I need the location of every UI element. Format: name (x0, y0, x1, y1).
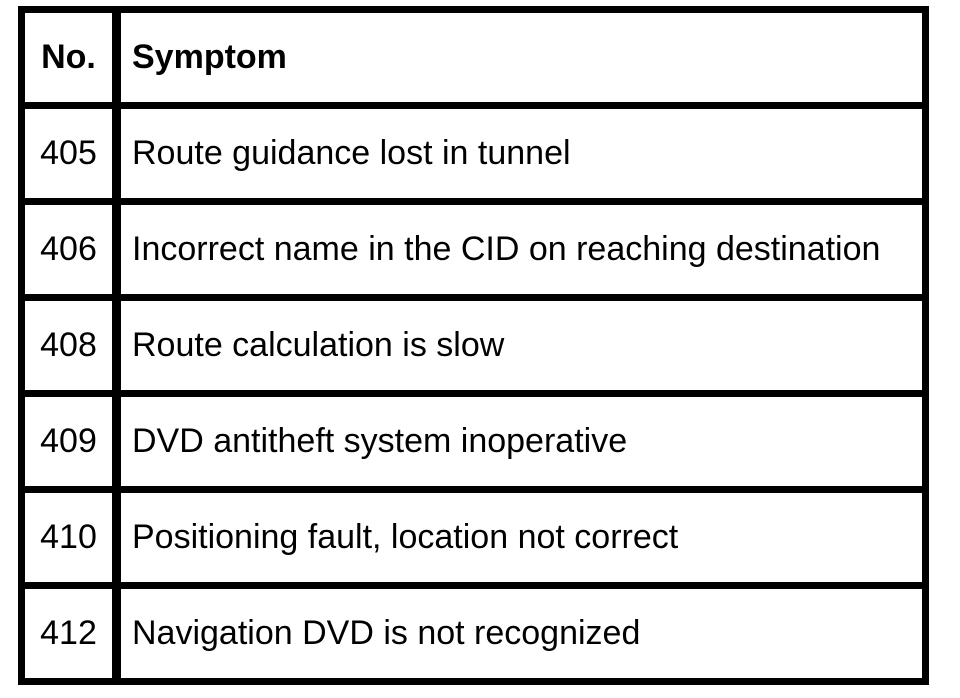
table-row: 412 Navigation DVD is not recognized (18, 582, 929, 685)
row-no-cell: 408 (18, 294, 121, 397)
row-no-cell: 412 (18, 582, 121, 685)
table-body: 405 Route guidance lost in tunnel 406 In… (18, 102, 929, 685)
row-no-cell: 405 (18, 102, 121, 205)
row-symptom-cell: DVD antitheft system inoperative (112, 390, 929, 493)
table-row: 406 Incorrect name in the CID on reachin… (18, 198, 929, 301)
row-no-cell: 410 (18, 486, 121, 589)
row-symptom-cell: Route calculation is slow (112, 294, 929, 397)
table-row: 409 DVD antitheft system inoperative (18, 390, 929, 493)
row-symptom-cell: Route guidance lost in tunnel (112, 102, 929, 205)
row-no-cell: 409 (18, 390, 121, 493)
table-row: 410 Positioning fault, location not corr… (18, 486, 929, 589)
row-no-cell: 406 (18, 198, 121, 301)
column-header-symptom: Symptom (112, 6, 929, 109)
symptom-table: No. Symptom 405 Route guidance lost in t… (18, 6, 929, 685)
table-row: 405 Route guidance lost in tunnel (18, 102, 929, 205)
table-row: 408 Route calculation is slow (18, 294, 929, 397)
row-symptom-cell: Incorrect name in the CID on reaching de… (112, 198, 929, 301)
row-symptom-cell: Positioning fault, location not correct (112, 486, 929, 589)
column-header-no: No. (18, 6, 121, 109)
row-symptom-cell: Navigation DVD is not recognized (112, 582, 929, 685)
header-row: No. Symptom (18, 6, 929, 109)
